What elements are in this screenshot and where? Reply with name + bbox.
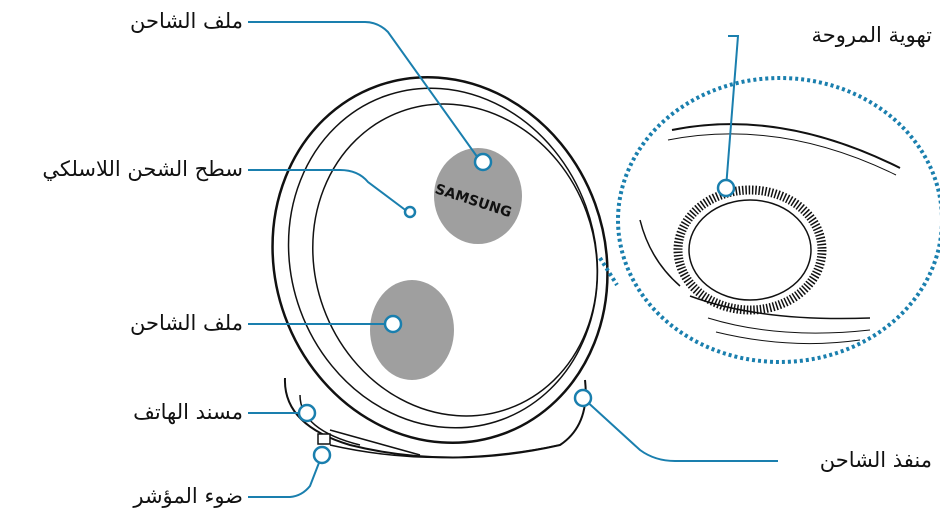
zoom-ring bbox=[616, 76, 940, 364]
coil-bottom bbox=[370, 280, 454, 380]
label-led: ضوء المؤشر bbox=[133, 484, 243, 508]
coil-top bbox=[434, 148, 522, 244]
callout-dot-phone-stand bbox=[297, 403, 317, 423]
fan-vent-inner bbox=[688, 199, 812, 301]
callout-dot-surface bbox=[403, 205, 417, 219]
label-coil-bottom: ملف الشاحن bbox=[130, 311, 243, 335]
label-fan-vent: تهوية المروحة bbox=[811, 23, 933, 47]
callout-dot-charger-port bbox=[573, 388, 593, 408]
led-indicator bbox=[317, 433, 331, 445]
callout-dot-coil-bottom bbox=[383, 314, 403, 334]
callout-dot-led bbox=[312, 445, 332, 465]
label-coil-top: ملف الشاحن bbox=[130, 9, 243, 33]
callout-dot-fan-vent bbox=[716, 178, 736, 198]
callout-dot-coil-top bbox=[473, 152, 493, 172]
leader-lines bbox=[248, 21, 778, 498]
label-charger-port: منفذ الشاحن bbox=[819, 448, 932, 472]
label-surface: سطح الشحن اللاسلكي bbox=[42, 157, 243, 181]
fan-detail bbox=[639, 123, 901, 345]
zoom-connector bbox=[598, 256, 619, 287]
fan-vent-ring bbox=[673, 185, 827, 315]
charging-pad bbox=[271, 75, 609, 445]
label-phone-stand: مسند الهاتف bbox=[133, 400, 243, 424]
